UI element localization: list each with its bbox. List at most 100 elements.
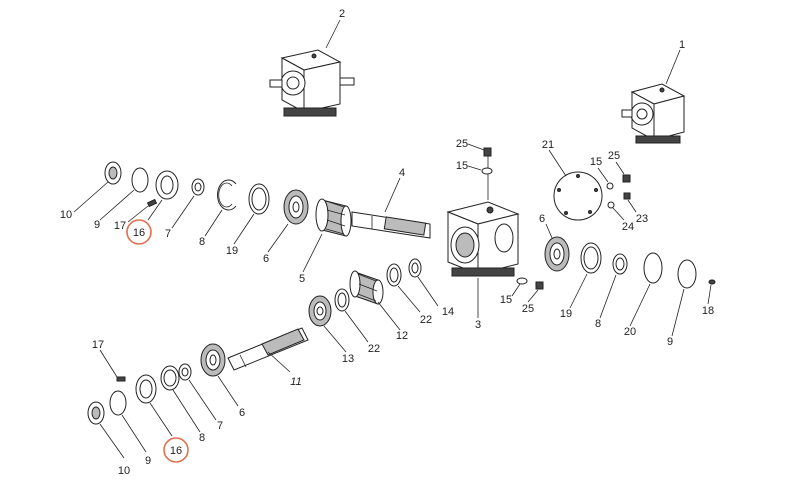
part-label-20: 20 <box>624 326 636 338</box>
leader-6c <box>217 375 239 407</box>
part-label-1: 1 <box>679 39 685 51</box>
part-label-9: 9 <box>145 455 151 467</box>
part-label-15: 15 <box>590 156 602 168</box>
part-label-17: 17 <box>114 220 126 232</box>
leader-10a <box>73 181 109 213</box>
leader-8a <box>204 209 223 237</box>
part-label-6: 6 <box>263 253 269 265</box>
part-label-7: 7 <box>165 228 171 240</box>
part-label-8: 8 <box>199 432 205 444</box>
part-label-19: 19 <box>560 308 572 320</box>
part-19-ring-upper <box>248 183 270 215</box>
part-5-bevel-gear-upper <box>315 198 352 237</box>
part-11-shaft-lower <box>227 327 309 371</box>
leader-22a <box>397 285 421 313</box>
leader-15c <box>511 283 521 297</box>
leader-1 <box>665 49 681 85</box>
leader-15b <box>597 167 609 183</box>
part-label-17: 17 <box>92 339 104 351</box>
part-10-seal-lower <box>87 401 105 425</box>
part-9-circlip-upper <box>131 167 149 193</box>
part-25-bolt-bottom <box>535 281 544 290</box>
leader-9a <box>99 189 135 221</box>
leader-13 <box>323 325 347 353</box>
leader-15a <box>467 165 482 171</box>
part-label-8: 8 <box>595 318 601 330</box>
part-label-22: 22 <box>368 343 380 355</box>
leader-8b <box>599 274 617 319</box>
part-3-housing <box>446 201 520 277</box>
leader-24 <box>612 207 625 221</box>
part-label-6: 6 <box>239 407 245 419</box>
leader-17b <box>99 349 118 378</box>
part-label-16: 16 <box>133 227 145 239</box>
leader-21 <box>548 149 567 177</box>
gearbox-assembly-2 <box>269 49 355 117</box>
leader-10b <box>99 423 125 459</box>
part-23-screw <box>623 192 631 200</box>
part-6-bearing-upper <box>283 189 309 225</box>
part-12-bevel-gear <box>349 270 384 305</box>
part-label-22: 22 <box>420 314 432 326</box>
part-21-cover-plate <box>553 171 603 221</box>
leader-19b <box>569 273 588 309</box>
leader-14 <box>417 276 439 307</box>
highlight-circle-16-lower <box>163 437 189 463</box>
part-8-ring-lower <box>160 365 180 391</box>
part-label-15: 15 <box>456 160 468 172</box>
leader-16b <box>149 402 173 437</box>
leader-11 <box>267 351 291 373</box>
part-label-16: 16 <box>170 445 182 457</box>
part-9-circlip-right <box>677 259 697 289</box>
leader-20 <box>629 283 651 327</box>
leader-8c <box>172 389 201 433</box>
leader-9b <box>671 288 685 337</box>
leader-25c <box>527 289 539 303</box>
part-24-washer <box>607 201 615 209</box>
part-label-23: 23 <box>636 213 648 225</box>
part-8-snapring-upper <box>217 179 237 211</box>
leader-17a <box>127 205 149 223</box>
part-label-4: 4 <box>399 167 405 179</box>
part-label-5: 5 <box>299 273 305 285</box>
part-label-25: 25 <box>608 150 620 162</box>
part-6-bearing-lower <box>200 343 226 377</box>
part-label-13: 13 <box>342 353 354 365</box>
part-7-washer-upper <box>191 178 205 196</box>
leader-18 <box>707 284 712 305</box>
part-10-seal-upper <box>104 161 122 185</box>
part-label-8: 8 <box>199 236 205 248</box>
leader-7a <box>171 195 195 229</box>
part-label-24: 24 <box>622 221 634 233</box>
part-15-oring-right <box>606 182 614 190</box>
leader-25b <box>615 161 625 175</box>
leader-7b <box>188 379 217 421</box>
part-17-key-lower <box>116 376 126 382</box>
highlight-circle-16-upper <box>126 219 152 245</box>
leader-6b <box>545 223 553 239</box>
part-25-bolt-top <box>483 147 492 200</box>
part-16-spacer-upper <box>155 170 179 200</box>
part-13-bearing <box>308 295 332 327</box>
leader-9c <box>121 414 147 453</box>
part-label-21: 21 <box>542 139 554 151</box>
leader-16a <box>147 199 163 221</box>
leader-5 <box>302 233 323 273</box>
part-17-key-upper <box>146 198 158 208</box>
part-7-washer-lower <box>178 363 192 381</box>
part-19-ring-right <box>580 242 602 274</box>
part-label-11: 11 <box>290 376 301 388</box>
part-20-disc <box>643 252 663 284</box>
part-label-10: 10 <box>60 209 72 221</box>
leader-6a <box>267 223 289 253</box>
part-label-14: 14 <box>442 306 454 318</box>
part-15-oring-bottom <box>516 277 528 285</box>
part-label-25: 25 <box>456 138 468 150</box>
part-label-7: 7 <box>217 420 223 432</box>
part-label-10: 10 <box>118 465 130 477</box>
part-label-6: 6 <box>539 213 545 225</box>
part-label-19: 19 <box>226 245 238 257</box>
part-8-ring-right <box>612 253 628 275</box>
part-25-bolt-right <box>622 174 631 183</box>
